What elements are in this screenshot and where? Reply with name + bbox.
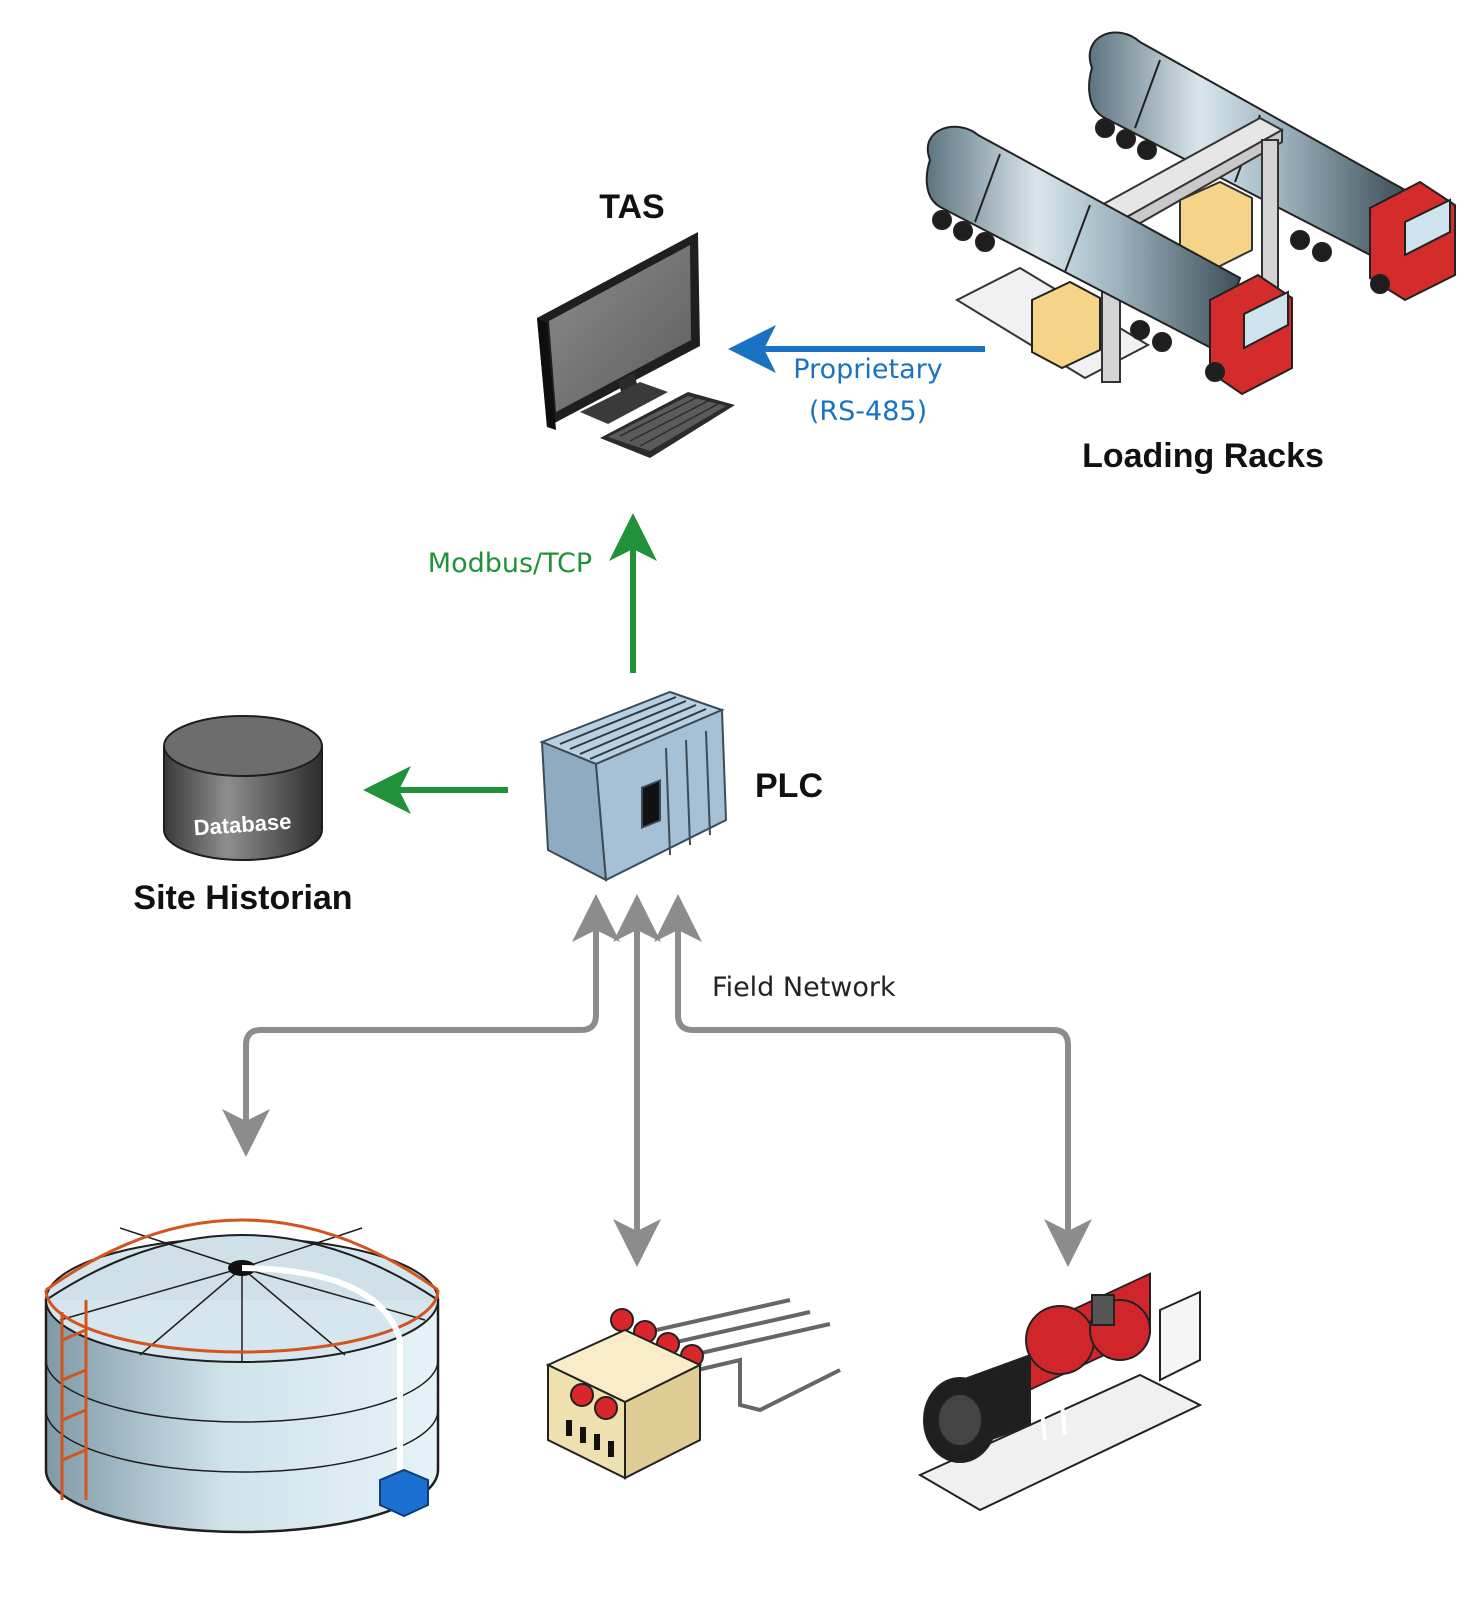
edge-plc-to-tas: Modbus/TCP bbox=[428, 513, 657, 673]
tanker-front bbox=[925, 125, 1293, 396]
loading-racks-label: Loading Racks bbox=[1082, 437, 1324, 475]
node-tas: TAS bbox=[537, 188, 735, 458]
site-historian-label: Site Historian bbox=[133, 879, 352, 917]
pump-motor-icon bbox=[917, 1272, 1203, 1512]
edge-label-rs485: (RS-485) bbox=[809, 396, 927, 427]
edge-label-proprietary: Proprietary bbox=[793, 354, 942, 385]
node-plc: PLC bbox=[539, 690, 823, 882]
tanker-trucks-loading-rack-icon bbox=[925, 31, 1456, 396]
field-link-tank bbox=[222, 894, 620, 1157]
edge-label-field-network: Field Network bbox=[712, 972, 896, 1003]
node-site-historian: Database Site Historian bbox=[133, 715, 353, 917]
tas-label: TAS bbox=[599, 188, 664, 226]
plc-rack-icon bbox=[539, 690, 728, 882]
edge-field-network: Field Network bbox=[222, 894, 1092, 1267]
edge-label-modbus-tcp: Modbus/TCP bbox=[428, 548, 592, 579]
storage-tank-icon bbox=[44, 1218, 440, 1534]
edge-racks-to-tas: Proprietary (RS-485) bbox=[728, 325, 985, 427]
loading-gantry bbox=[1076, 116, 1285, 383]
field-link-pump bbox=[654, 894, 1092, 1267]
plc-label: PLC bbox=[755, 767, 823, 805]
valve-control-panel-icon bbox=[545, 1298, 841, 1480]
database-cylinder-icon: Database bbox=[163, 715, 323, 861]
computer-workstation-icon bbox=[537, 232, 735, 458]
node-loading-racks: Loading Racks bbox=[925, 31, 1456, 475]
